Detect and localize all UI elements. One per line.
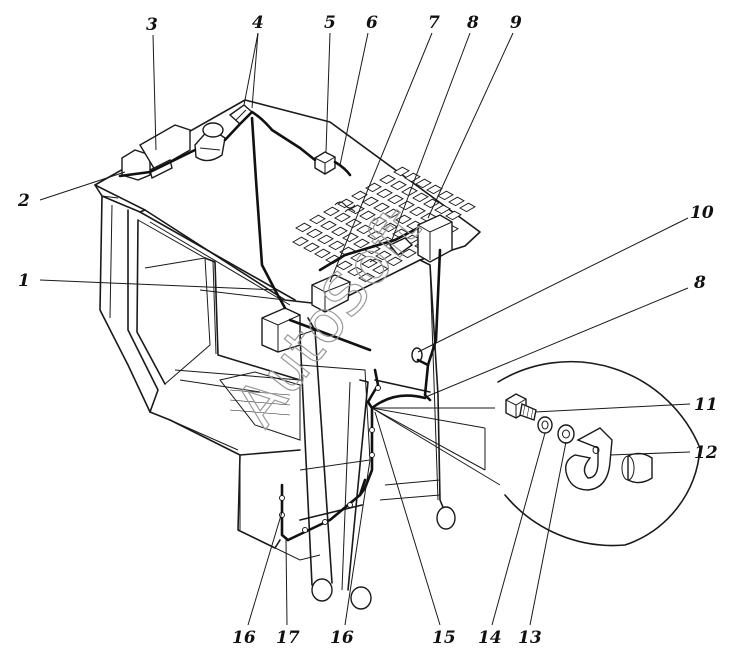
flat-washer (557, 424, 575, 444)
callout-2: 2 (17, 191, 30, 211)
callout-labels: 3 4 5 6 7 8 9 2 10 1 8 11 12 16 17 16 15… (17, 13, 718, 648)
grid-cell (395, 214, 412, 225)
grid-cell (353, 238, 370, 249)
grid-cell (459, 202, 476, 213)
callout-9: 9 (510, 13, 522, 33)
grid-cell (393, 166, 410, 177)
callout-13: 13 (518, 628, 542, 648)
callout-1: 1 (18, 271, 30, 291)
grid-cell (358, 272, 375, 283)
callout-8-top: 8 (466, 13, 479, 33)
callout-14: 14 (478, 628, 502, 648)
grid-cell (437, 190, 454, 201)
grid-cell (384, 208, 401, 219)
grid-cell (323, 206, 340, 217)
grid-cell (317, 234, 334, 245)
grid-cell (334, 212, 351, 223)
grid-cell (372, 264, 389, 275)
leader-lines (39, 32, 691, 626)
grid-cell (292, 236, 309, 247)
grid-cell (373, 202, 390, 213)
lock-washer (537, 416, 553, 434)
grid-cell (387, 194, 404, 205)
callout-12: 12 (694, 443, 718, 463)
callout-8-right: 8 (693, 273, 706, 293)
grid-cell (376, 188, 393, 199)
wiring-harness (118, 110, 442, 542)
bolt (505, 393, 537, 421)
grid-cell (390, 180, 407, 191)
grid-cell (347, 266, 364, 277)
grid-cell (409, 206, 426, 217)
callout-11: 11 (694, 395, 718, 415)
grid-cell (356, 224, 373, 235)
grid-cell (331, 226, 348, 237)
grid-cell (367, 230, 384, 241)
grid-cell (314, 248, 331, 259)
grid-cell (336, 260, 353, 271)
grid-cell (362, 196, 379, 207)
cable-clamp (565, 427, 613, 491)
grid-cell (445, 210, 462, 221)
grid-cell (370, 216, 387, 227)
detail-callout (371, 360, 701, 547)
grid-cell (379, 174, 396, 185)
callout-3: 3 (146, 15, 158, 35)
grid-cell (351, 190, 368, 201)
grid-cell (303, 242, 320, 253)
grid-cell (415, 178, 432, 189)
callout-5: 5 (324, 13, 336, 33)
callout-16-left: 16 (232, 628, 256, 648)
grid-cell (295, 222, 312, 233)
grid-cell (386, 256, 403, 267)
grid-cell (448, 196, 465, 207)
callout-17: 17 (276, 628, 300, 648)
grid-cell (401, 186, 418, 197)
grid-cell (361, 258, 378, 269)
callout-7: 7 (428, 13, 440, 33)
grid-cell (426, 184, 443, 195)
roof-equipment (121, 104, 453, 363)
callout-16-right: 16 (330, 628, 354, 648)
grid-cell (359, 210, 376, 221)
grid-cell (350, 252, 367, 263)
grid-cell (365, 182, 382, 193)
callout-4: 4 (252, 13, 264, 33)
grid-cell (412, 192, 429, 203)
grid-cell (404, 172, 421, 183)
callout-6: 6 (366, 13, 378, 33)
grid-cell (309, 214, 326, 225)
grid-cell (375, 250, 392, 261)
grid-cell (400, 248, 417, 259)
callout-10: 10 (690, 203, 714, 223)
callout-15: 15 (432, 628, 456, 648)
grid-cell (434, 204, 451, 215)
watermark: AutoSoft (222, 194, 434, 438)
grid-cell (320, 220, 337, 231)
grid-cell (306, 228, 323, 239)
grid-cell (337, 198, 354, 209)
grid-cell (328, 240, 345, 251)
